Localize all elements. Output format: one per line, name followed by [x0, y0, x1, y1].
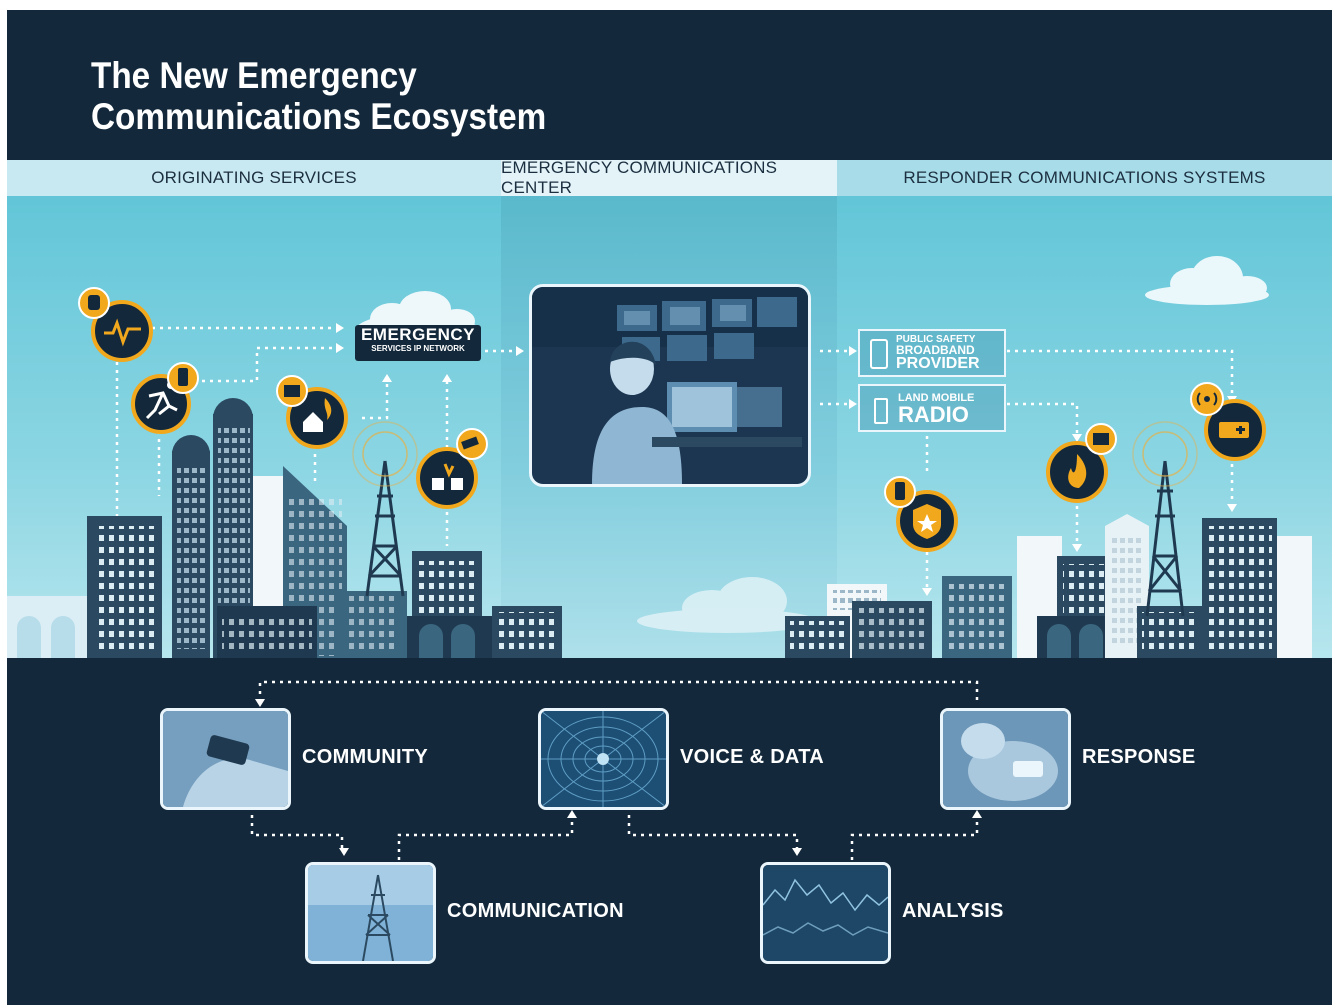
stage-voice-data: VOICE & DATA	[680, 746, 824, 768]
esinet-subtitle: SERVICES IP NETWORK	[371, 344, 465, 353]
city-skyline	[7, 256, 1312, 658]
radio-tower-icon-right	[1132, 421, 1198, 617]
response-photo	[940, 708, 1071, 810]
esinet-cloud	[355, 291, 481, 361]
analysis-photo	[760, 862, 891, 964]
communication-photo	[305, 862, 436, 964]
section-responder-communications-systems: RESPONDER COMMUNICATIONS SYSTEMS	[837, 160, 1332, 196]
land-mobile-radio: LAND MOBILE RADIO	[858, 384, 1006, 432]
page-title: The New Emergency Communications Ecosyst…	[91, 55, 546, 137]
lmr-line-2: RADIO	[898, 402, 969, 427]
community-photo	[160, 708, 291, 810]
right-buildings	[785, 514, 1312, 658]
section-emergency-communications-center: EMERGENCY COMMUNICATIONS CENTER	[501, 158, 837, 197]
title-line-2: Communications Ecosystem	[91, 96, 547, 137]
voice-data-photo	[538, 708, 669, 810]
title-line-1: The New Emergency	[91, 55, 417, 96]
section-originating-services: ORIGINATING SERVICES	[7, 160, 501, 196]
phone-icon	[870, 339, 888, 369]
lmr-line-1: LAND MOBILE	[898, 392, 975, 404]
ecc-dispatcher-photo	[529, 284, 811, 487]
stage-analysis: ANALYSIS	[902, 900, 1004, 922]
stage-response: RESPONSE	[1082, 746, 1196, 768]
infographic: The New Emergency Communications Ecosyst…	[7, 10, 1332, 1005]
broadband-line-3: PROVIDER	[896, 355, 980, 372]
left-buildings	[7, 398, 562, 658]
esinet-name: EMERGENCY	[360, 325, 476, 344]
broadband-line-1: PUBLIC SAFETY	[896, 334, 976, 345]
city-scene: EMERGENCY SERVICES IP NETWORK	[7, 196, 1332, 658]
cloud-bottom	[637, 577, 817, 633]
stage-communication: COMMUNICATION	[447, 900, 624, 922]
handheld-radio-icon	[874, 398, 888, 424]
broadband-line-2: BROADBAND	[896, 343, 975, 357]
stage-community: COMMUNITY	[302, 746, 429, 768]
public-safety-broadband-provider: PUBLIC SAFETY BROADBAND PROVIDER	[858, 329, 1006, 377]
esinet-label: EMERGENCY SERVICES IP NETWORK	[355, 326, 481, 354]
cloud-right	[1145, 256, 1269, 305]
radio-tower-icon-left	[352, 421, 418, 597]
